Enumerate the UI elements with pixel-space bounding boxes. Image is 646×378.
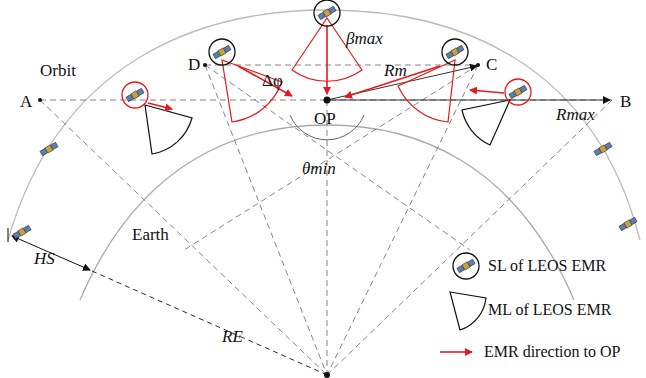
legend-text: ML of LEOS EMR bbox=[488, 302, 611, 318]
angle-label: βmax bbox=[346, 30, 383, 47]
distance-label: Rmax bbox=[556, 106, 595, 123]
point-label: B bbox=[620, 93, 631, 110]
altitude-label: HS bbox=[34, 250, 55, 267]
point-label: D bbox=[188, 56, 200, 73]
angle-label: θmin bbox=[302, 160, 336, 177]
point-label: OP bbox=[314, 110, 336, 127]
orbit-label: Orbit bbox=[40, 62, 76, 79]
point-label: C bbox=[486, 56, 497, 73]
legend-text: SL of LEOS EMR bbox=[488, 258, 606, 274]
legend-text: EMR direction to OP bbox=[484, 344, 620, 360]
earth-label: Earth bbox=[132, 226, 169, 243]
point-label: A bbox=[20, 93, 32, 110]
angle-label: Δφ bbox=[262, 72, 283, 89]
distance-label: Rm bbox=[384, 62, 407, 79]
radius-label: RE bbox=[222, 328, 243, 345]
